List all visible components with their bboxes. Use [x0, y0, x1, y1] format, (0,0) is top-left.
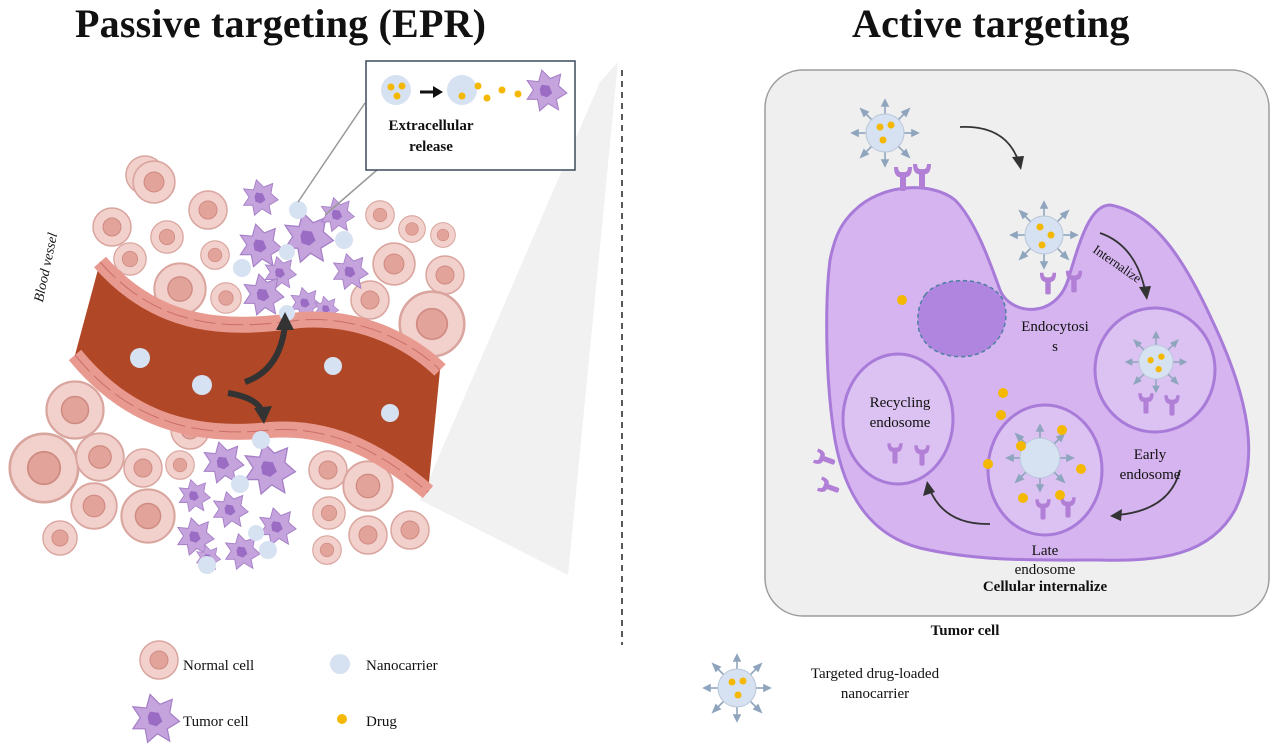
nucleus — [917, 279, 1007, 358]
pathway-arrows — [929, 126, 1181, 525]
legend-targeted-label-line-1: Targeted drug-loaded — [810, 666, 940, 682]
legend-drug-icon — [337, 714, 347, 724]
inset-label-line-2: release — [409, 139, 453, 155]
legend-normal-cell-icon — [139, 640, 179, 680]
inset-label-line-1: Extracellular — [388, 118, 474, 134]
late-endosome-label-line-2: endosome — [1014, 562, 1076, 578]
legend-nanocarrier-icon — [330, 654, 350, 674]
legend-tumor-cell-label: Tumor cell — [183, 714, 249, 730]
legend-targeted-label-line-2: nanocarrier — [840, 686, 910, 702]
recycling-endosome-label-line-1: Recycling — [869, 395, 931, 411]
legend-drug-label: Drug — [366, 714, 397, 730]
late-endosome-label-line-1: Late — [1031, 543, 1059, 559]
targeted-nanocarriers — [703, 99, 1187, 722]
free-drugs — [897, 295, 1086, 503]
legend-nanocarrier-label: Nanocarrier — [366, 658, 438, 674]
cellular-internalize-label: Cellular internalize — [982, 579, 1108, 595]
zoom-wedge — [420, 62, 618, 575]
active-title: Active targeting — [852, 1, 1130, 46]
recycling-endosome-label-line-2: endosome — [869, 415, 931, 431]
tumor-cell-panel-label: Tumor cell — [930, 623, 1000, 639]
legend-normal-cell-label: Normal cell — [183, 658, 255, 674]
endocytosis-label-line-2: s — [1052, 339, 1058, 355]
passive-title: Passive targeting (EPR) — [75, 1, 487, 46]
early-endosome-label-line-1: Early — [1133, 447, 1167, 463]
endocytosis-label-line-1: Endocytosi — [1021, 319, 1089, 335]
early-endosome-label-line-2: endosome — [1119, 467, 1181, 483]
legend-tumor-cell-icon — [132, 693, 181, 743]
